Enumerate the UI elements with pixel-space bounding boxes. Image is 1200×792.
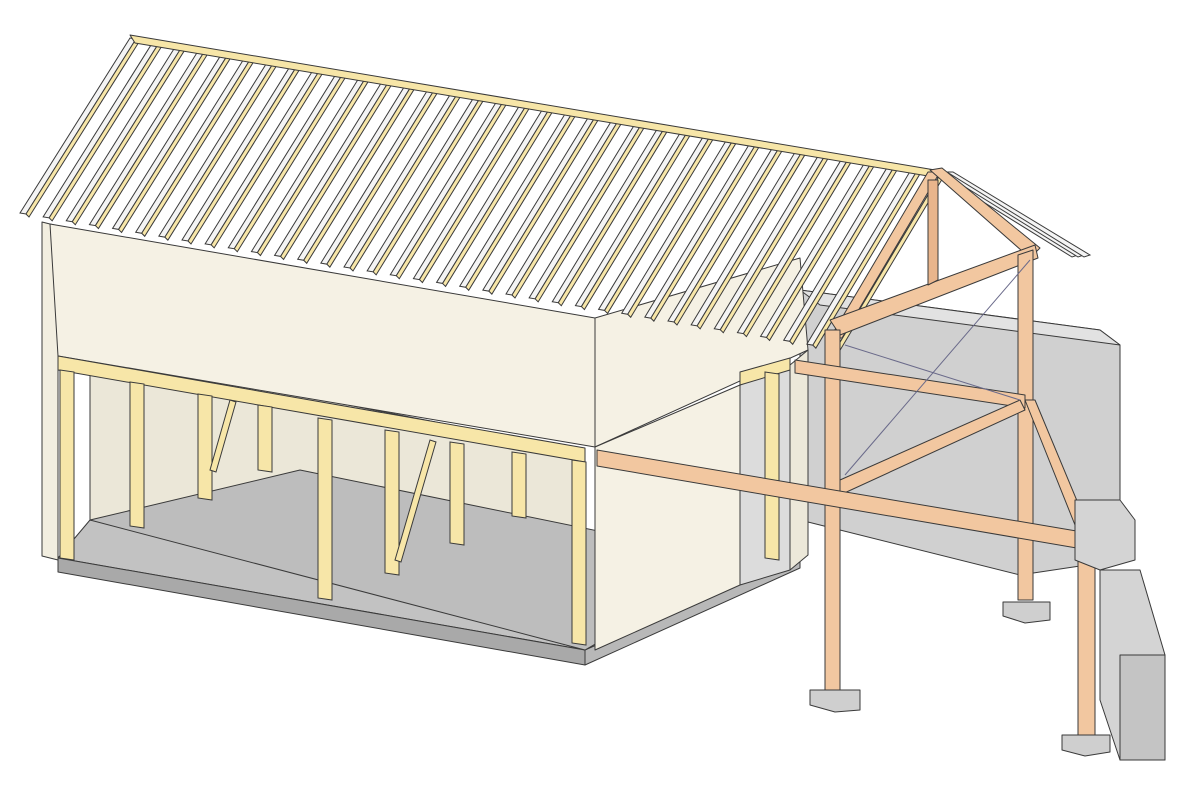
- right-end-wall-side: [789, 349, 809, 571]
- timber-brace: [209, 399, 237, 473]
- stepped-block-wall-upper: [1074, 499, 1136, 571]
- timber-post: [511, 451, 527, 519]
- light-timber-posts: [59, 369, 780, 646]
- footing-2: [1002, 601, 1051, 624]
- timber-post: [197, 393, 213, 501]
- king-post: [927, 179, 939, 286]
- tension-cable-2: [844, 344, 1021, 401]
- roof-rafters: [19, 37, 1092, 353]
- timber-brace: [394, 439, 437, 563]
- timber-post: [59, 369, 75, 561]
- timber-post: [764, 371, 780, 561]
- timber-post: [257, 404, 273, 473]
- timber-post: [384, 429, 400, 576]
- post-back: [1017, 249, 1034, 601]
- timber-post: [571, 459, 587, 646]
- post-front-left: [824, 329, 841, 691]
- knee-brace-diagonal: [839, 399, 1026, 496]
- tension-cable-1: [844, 259, 1031, 476]
- footing-1: [809, 689, 861, 713]
- timber-post: [449, 441, 465, 546]
- footing-3: [1061, 734, 1111, 757]
- mid-beam-side: [794, 359, 1026, 409]
- timber-post: [129, 381, 145, 529]
- gable-rafter: [945, 171, 1092, 258]
- stepped-block-wall-face: [1119, 654, 1166, 761]
- timber-post: [317, 417, 333, 601]
- gable-truss-rafter-right: [929, 167, 1041, 259]
